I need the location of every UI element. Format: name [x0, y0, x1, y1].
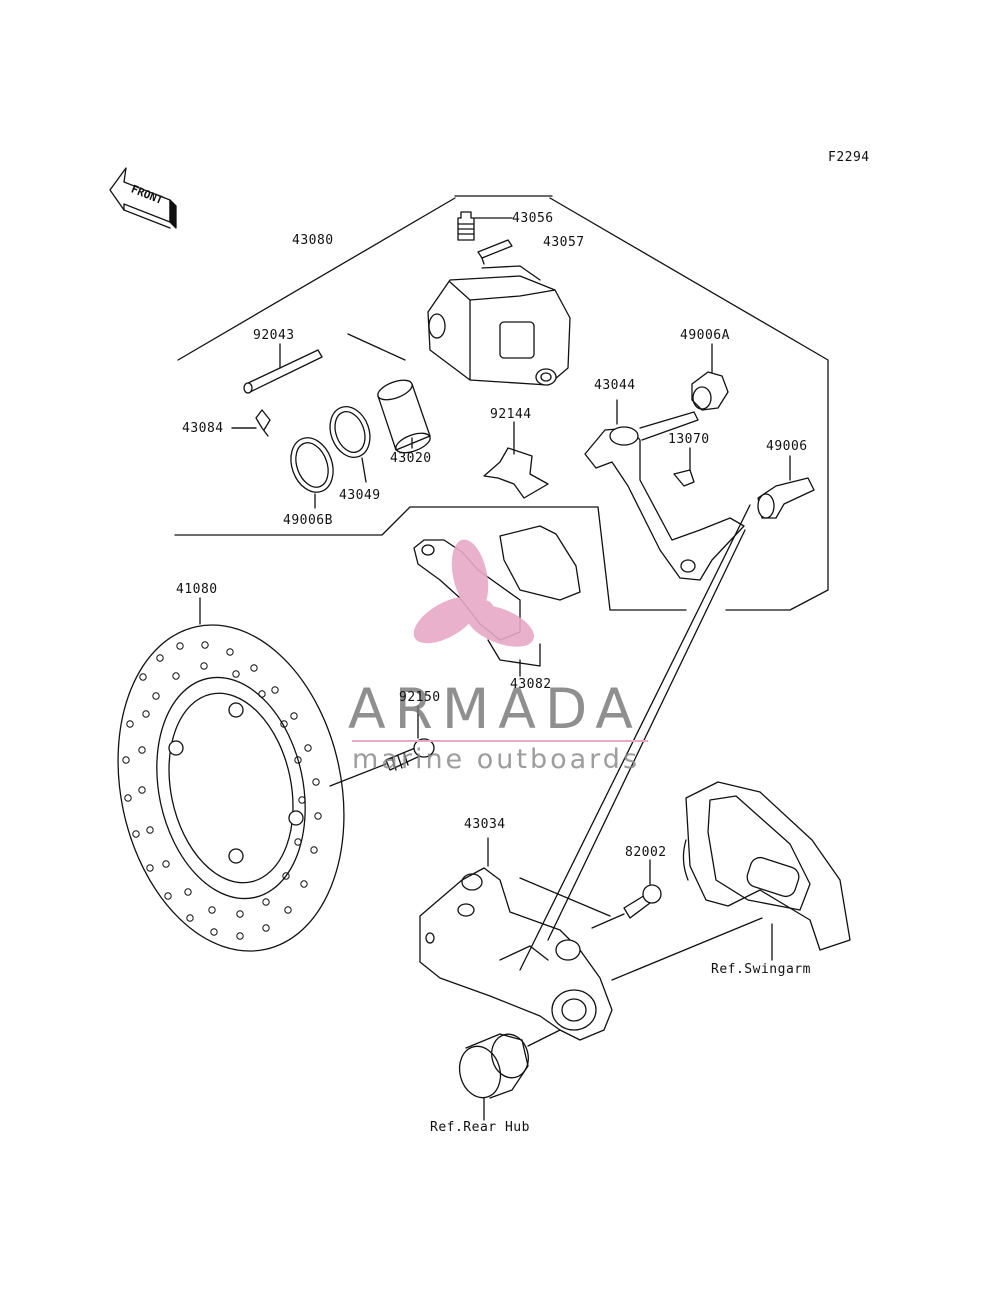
- dust-boot-49006a: [691, 343, 729, 411]
- label-43080: 43080: [292, 233, 334, 248]
- propeller-logo: [413, 539, 534, 647]
- brake-disc: [117, 597, 345, 952]
- label-82002: 82002: [625, 845, 667, 860]
- label-49006a: 49006A: [680, 328, 730, 343]
- caliper-pin: [243, 343, 323, 394]
- retaining-clip: [231, 409, 271, 437]
- dust-boot-49006: [757, 455, 815, 519]
- bleeder-cap: [477, 239, 513, 265]
- label-ref-rear-hub: Ref.Rear Hub: [430, 1120, 530, 1135]
- caliper-assembly-outline: [174, 195, 829, 611]
- watermark-brand: ARMADA: [348, 677, 642, 741]
- label-43034: 43034: [464, 817, 506, 832]
- holder-bolt: [591, 859, 662, 929]
- caliper-holder: [419, 504, 763, 1041]
- piston-seal-43049: [329, 406, 371, 483]
- caliper-body: [427, 265, 571, 386]
- label-43049: 43049: [339, 488, 381, 503]
- label-43044: 43044: [594, 378, 636, 393]
- bleeder-valve: [457, 211, 513, 241]
- figure-code: F2294: [828, 150, 870, 165]
- label-92144: 92144: [490, 407, 532, 422]
- rear-hub-collar: [458, 1029, 561, 1121]
- label-43056: 43056: [512, 211, 554, 226]
- label-43082: 43082: [510, 677, 552, 692]
- bracket-clip-13070: [673, 469, 695, 487]
- label-49006: 49006: [766, 439, 808, 454]
- label-ref-swingarm: Ref.Swingarm: [711, 962, 811, 977]
- label-92043: 92043: [253, 328, 295, 343]
- caliper-bracket: [584, 399, 745, 581]
- swingarm-section: [682, 781, 851, 961]
- piston-seal-49006b: [290, 437, 334, 509]
- label-43084: 43084: [182, 421, 224, 436]
- pad-spring: [483, 421, 549, 499]
- piston-43020: [377, 379, 431, 454]
- label-43057: 43057: [543, 235, 585, 250]
- brake-pads: [413, 525, 581, 677]
- watermark-subtitle: marine outboards: [352, 744, 641, 775]
- label-49006b: 49006B: [283, 513, 333, 528]
- label-92150: 92150: [399, 690, 441, 705]
- front-arrow-icon: FRONT: [109, 167, 177, 229]
- label-13070: 13070: [668, 432, 710, 447]
- label-43020: 43020: [390, 451, 432, 466]
- label-41080: 41080: [176, 582, 218, 597]
- disc-bolt: [329, 705, 435, 787]
